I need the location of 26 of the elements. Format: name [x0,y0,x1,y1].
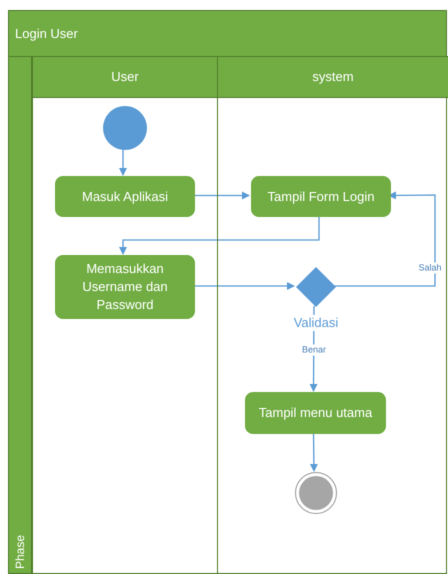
arrow [119,216,320,255]
phase-label: Phase [13,534,27,569]
arrow [193,192,250,200]
activity-box [245,392,386,434]
node-label: Tampil menu utama [258,404,372,422]
arrow [119,149,127,176]
edge-label: Salah [417,262,443,274]
swimlane [32,56,217,574]
node-label: Memasukkan Username dan Password [81,260,169,314]
final-node [295,472,337,514]
initial-node [103,106,147,150]
node-label: system [312,68,354,86]
node-label: Masuk Aplikasi [82,188,168,206]
node-label: User [111,68,139,86]
decision-label: Validasi [292,315,340,331]
node-label: Tampil Form Login [268,188,374,206]
activity-box [55,176,195,217]
swimlane [217,56,448,574]
swimlane-pool [8,10,447,574]
arrow [193,282,295,290]
arrow [334,191,436,287]
activity-box [55,255,195,319]
edge-label: Benar [300,344,328,356]
arrow [310,433,318,472]
activity-box [251,176,391,217]
node-label: Login User [15,26,78,41]
